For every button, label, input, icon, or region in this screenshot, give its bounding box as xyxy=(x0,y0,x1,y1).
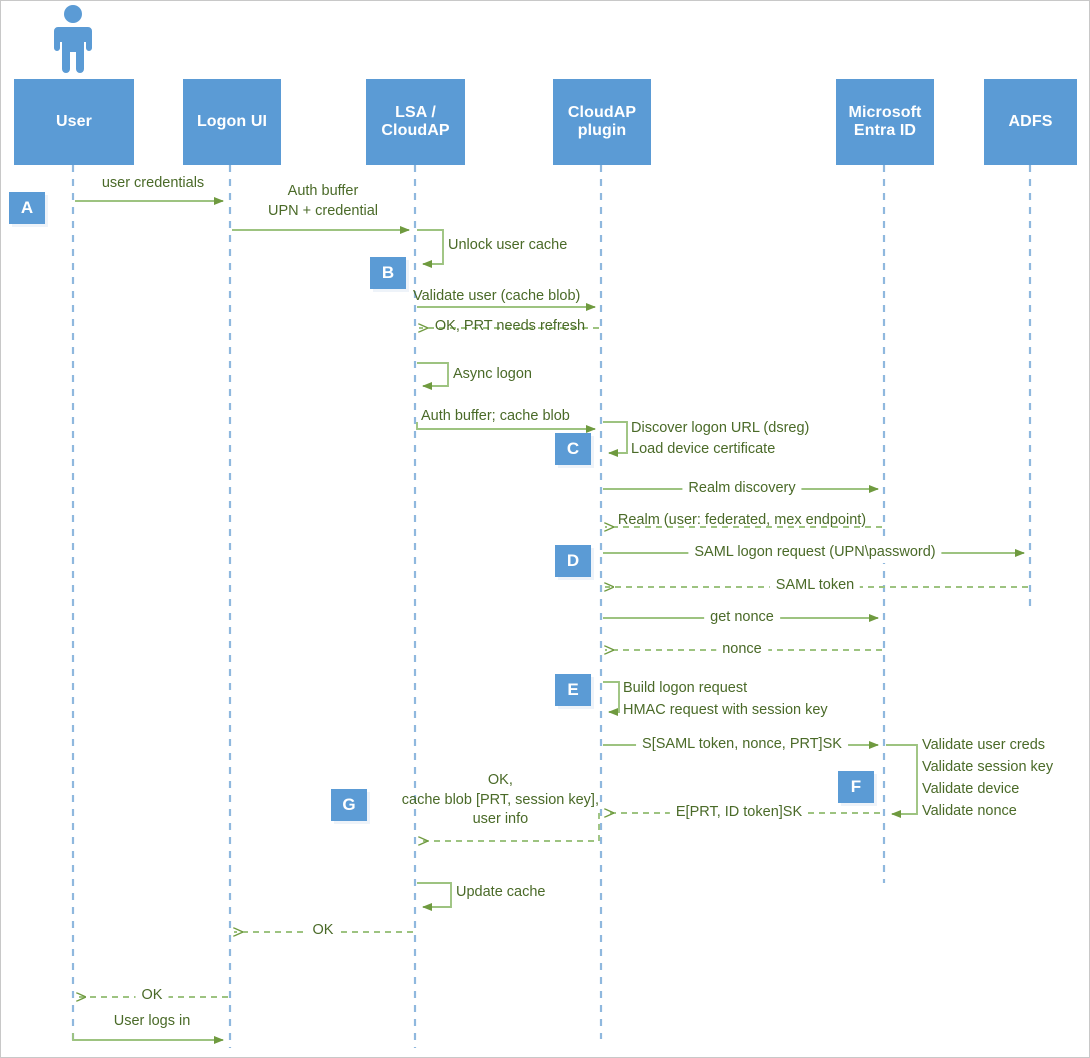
actor-box-microsoft-entra-id[interactable]: Microsoft Entra ID xyxy=(836,79,934,165)
arrow-async-logon xyxy=(417,362,449,390)
step-badge-a-label: A xyxy=(20,198,34,217)
user-person-icon xyxy=(54,5,92,73)
message-label-unlock-user-cache: Unlock user cache xyxy=(448,237,568,253)
step-badge-f-label: F xyxy=(850,777,862,796)
step-badge-d-label: D xyxy=(566,551,580,570)
actor-box-lsa-cloudap[interactable]: LSA / CloudAP xyxy=(366,79,465,165)
message-label-hmac-request: HMAC request with session key xyxy=(623,702,828,718)
arrow-unlock-user-cache xyxy=(417,229,444,268)
message-label-get-nonce: get nonce xyxy=(704,608,780,628)
actor-label-logon-ui: Logon UI xyxy=(196,112,268,130)
arrow-auth-buffer-cache-blob xyxy=(416,422,596,433)
arrow-user-logs-in xyxy=(72,1033,224,1044)
arrow-update-cache xyxy=(417,882,452,911)
step-badge-g-label: G xyxy=(342,795,356,814)
step-badge-d[interactable]: D xyxy=(555,545,591,577)
step-badge-a[interactable]: A xyxy=(9,192,45,224)
message-label-validate-device: Validate device xyxy=(922,781,1020,797)
arrow-build-logon-request xyxy=(603,681,620,716)
step-badge-e[interactable]: E xyxy=(555,674,591,706)
message-label-realm-response: Realm (user: federated, mex endpoint) xyxy=(617,512,867,528)
message-label-saml-logon-request: SAML logon request (UPN\password) xyxy=(688,543,942,563)
step-badge-b-label: B xyxy=(381,263,395,282)
step-badge-c-label: C xyxy=(566,439,580,458)
actor-label-cloudap-plugin: CloudAP plugin xyxy=(567,103,637,139)
actor-box-adfs[interactable]: ADFS xyxy=(984,79,1077,165)
actor-box-cloudap-plugin[interactable]: CloudAP plugin xyxy=(553,79,651,165)
message-label-nonce: nonce xyxy=(716,640,768,660)
actor-box-logon-ui[interactable]: Logon UI xyxy=(183,79,281,165)
message-label-auth-buffer-cache-blob: Auth buffer; cache blob xyxy=(421,408,570,424)
message-label-user-credentials: user credentials xyxy=(101,175,205,191)
step-badge-c[interactable]: C xyxy=(555,433,591,465)
message-label-realm-discovery: Realm discovery xyxy=(682,479,802,499)
step-badge-g[interactable]: G xyxy=(331,789,367,821)
message-label-auth-buffer: Auth buffer UPN + credential xyxy=(267,183,379,219)
message-label-update-cache: Update cache xyxy=(456,884,546,900)
step-badge-b[interactable]: B xyxy=(370,257,406,289)
step-badge-e-label: E xyxy=(567,680,579,699)
message-label-discover-logon-url: Discover logon URL (dsreg) xyxy=(631,420,810,436)
arrow-validate-block xyxy=(886,744,918,818)
lifelines-group xyxy=(71,165,1032,1048)
message-label-validate-user-creds: Validate user creds xyxy=(922,737,1046,753)
step-badge-f[interactable]: F xyxy=(838,771,874,803)
message-label-ok-prt-needs-refresh: OK, PRT needs refresh xyxy=(434,318,586,334)
message-label-saml-token: SAML token xyxy=(769,576,861,596)
message-label-validate-user: Validate user (cache blob) xyxy=(413,288,581,304)
actor-label-adfs: ADFS xyxy=(1008,112,1053,130)
message-label-ok-to-logonui: OK xyxy=(306,921,340,941)
message-label-build-logon-request: Build logon request xyxy=(623,680,748,696)
message-label-user-logs-in: User logs in xyxy=(113,1013,191,1029)
actor-label-microsoft-entra-id: Microsoft Entra ID xyxy=(848,103,922,139)
message-label-validate-nonce: Validate nonce xyxy=(922,803,1017,819)
message-label-encrypted-prt: E[PRT, ID token]SK xyxy=(669,803,809,823)
actor-label-lsa-cloudap: LSA / CloudAP xyxy=(381,103,450,139)
message-label-load-device-certificate: Load device certificate xyxy=(631,441,776,457)
arrow-discover-logon-url xyxy=(603,421,628,457)
message-label-cache-blob-response: OK, cache blob [PRT, session key], user … xyxy=(401,772,599,828)
message-label-async-logon: Async logon xyxy=(453,366,532,382)
arrow-cache-blob-response xyxy=(419,813,600,841)
actor-box-user[interactable]: User xyxy=(14,79,134,165)
message-label-ok-to-user: OK xyxy=(135,986,169,1006)
message-label-signed-logon-request: S[SAML token, nonce, PRT]SK xyxy=(636,735,848,755)
message-label-validate-session-key: Validate session key xyxy=(922,759,1054,775)
actor-label-user: User xyxy=(56,112,92,130)
